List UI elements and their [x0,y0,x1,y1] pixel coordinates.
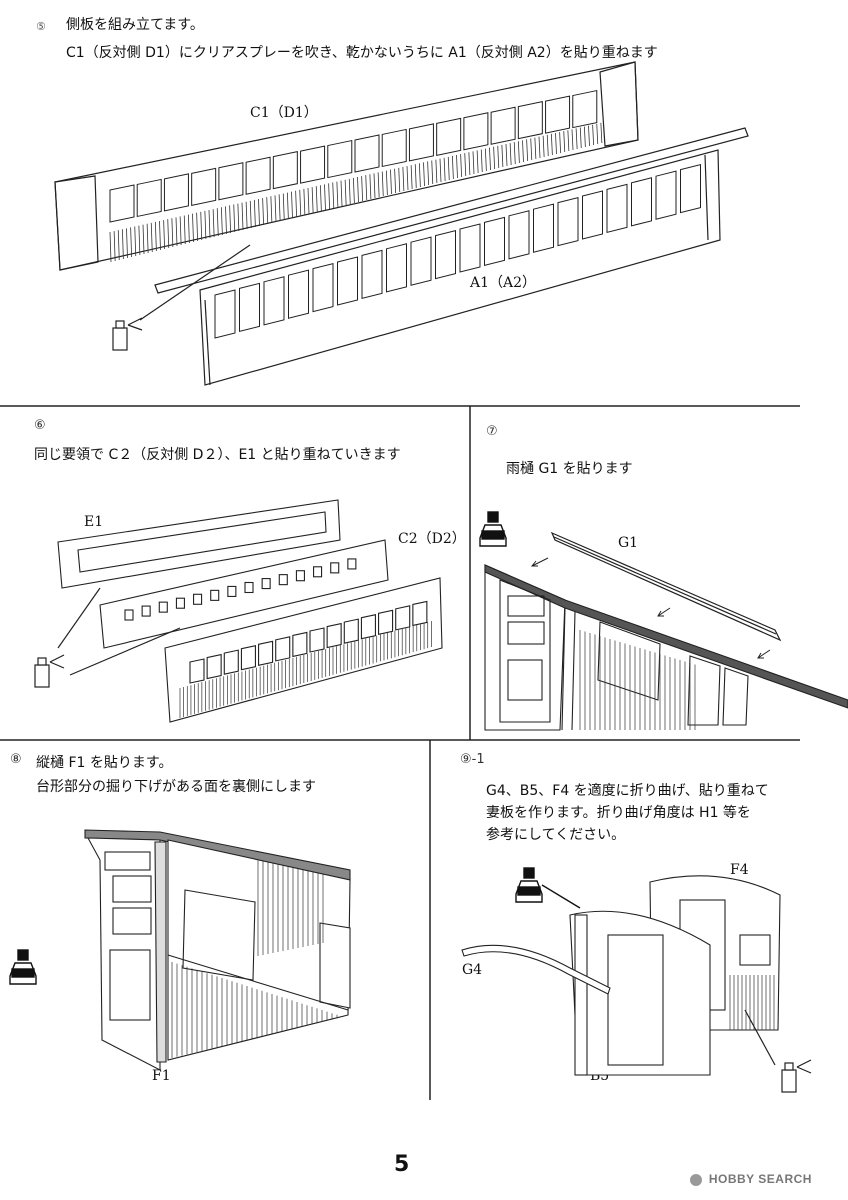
part-label-a1: A1（A2） [470,275,537,291]
step-9-illustration [461,867,812,1093]
gutter-g4 [461,944,611,995]
panel-c2 [99,539,389,649]
car-body-corner [484,564,848,731]
step-5-title: 側板を組み立てます。 [66,17,204,33]
spray-can-icon [744,1009,812,1093]
page-number: 5 [394,1152,410,1177]
spray-can-icon [34,587,181,688]
panel-e1 [57,499,341,589]
spray-can-icon [112,244,251,351]
glue-bottle-icon [479,511,507,547]
part-label-f1: F1 [152,1068,171,1084]
step-5-illustration [54,61,749,386]
gutter-g1 [550,531,782,642]
c1-ribs [109,122,603,263]
watermark-text: HOBBY SEARCH [708,1172,812,1186]
panel-d2 [164,577,443,723]
part-label-c2: C2（D2） [398,531,466,547]
step-9-1-number: ⑨-1 [460,752,485,767]
step-9-line-3: 参考にしてください。 [486,827,626,843]
step-9-line-1: G4、B5、F4 を適度に折り曲げ、貼り重ねて [486,783,769,799]
step-8-line-1: 縦樋 F1 を貼ります。 [36,755,173,771]
part-label-g1: G1 [618,535,639,551]
watermark-logo-icon [690,1173,702,1186]
part-label-c1: C1（D1） [250,105,318,121]
step-8-line-2: 台形部分の掘り下げがある面を裏側にします [36,779,316,795]
part-label-f4: F4 [730,862,749,878]
side-panel-a1 [154,127,749,386]
step-9-line-2: 妻板を作ります。折り曲げ角度は H1 等を [486,805,751,821]
panel-b5 [569,910,711,1076]
step-6-description: 同じ要領で C２（反対側 D２）、E1 と貼り重ねていきます [34,447,401,463]
part-label-e1: E1 [84,514,104,530]
part-label-g4: G4 [462,962,483,978]
watermark: HOBBY SEARCH [690,1172,812,1186]
a1-windows [214,163,701,339]
step-5-number: ⑤ [36,20,46,33]
step-8-illustration [9,829,351,1071]
step-6-number: ⑥ [34,418,46,433]
arrow-marks [530,557,771,659]
step-8-number: ⑧ [10,752,22,767]
downpipe-f1 [154,841,167,1063]
c1-windows [109,89,598,223]
car-body-end [84,829,351,1071]
step-7-illustration [479,511,848,731]
glue-bottle-icon [515,867,581,909]
step-5-description: C1（反対側 D1）にクリアスプレーを吹き、乾かないうちに A1（反対側 A2）… [66,45,658,61]
step-7-description: 雨樋 G1 を貼ります [506,461,633,477]
step-6-illustration [34,499,443,723]
step-7-number: ⑦ [486,424,498,439]
glue-bottle-icon [9,949,37,985]
side-panel-c1 [54,61,639,271]
